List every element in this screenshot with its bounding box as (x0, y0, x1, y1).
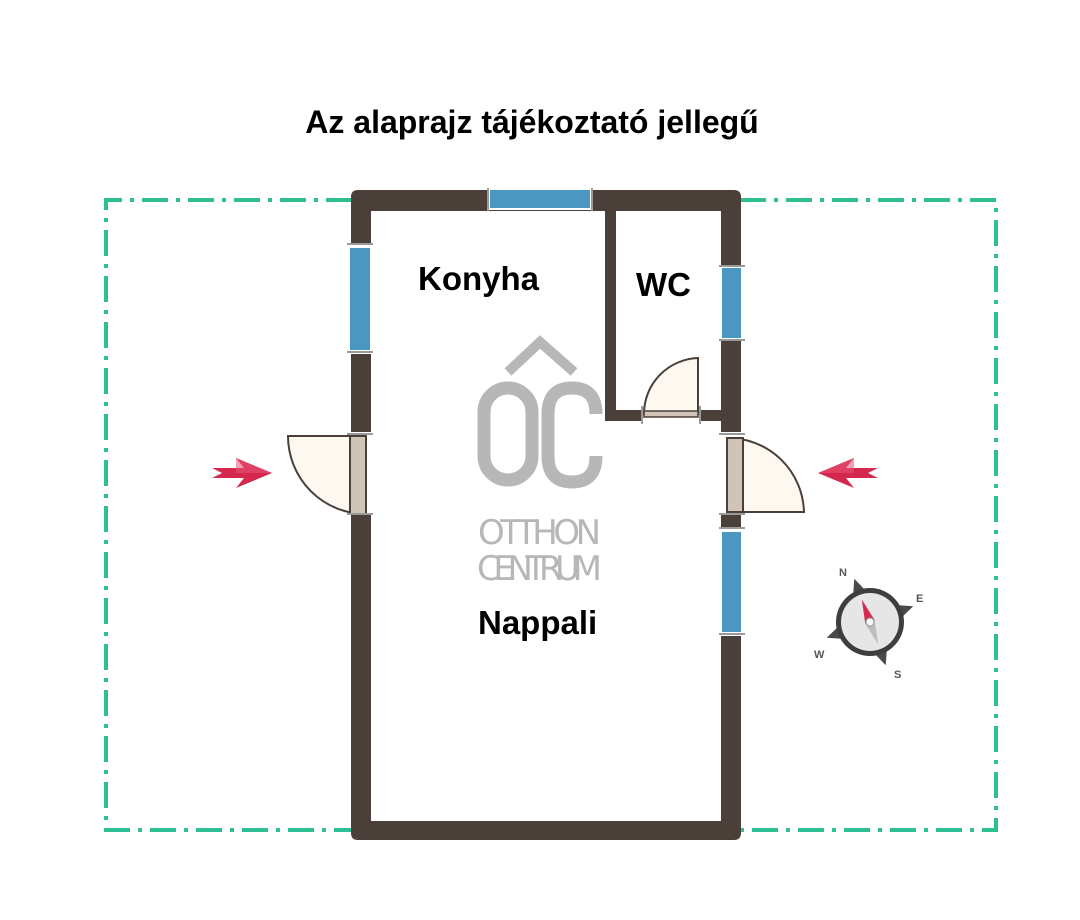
window-living (719, 527, 745, 636)
door-wc (641, 356, 701, 424)
door-left (286, 432, 373, 516)
logo-letter-c-icon (541, 381, 603, 489)
room-label-wc: WC (636, 266, 691, 303)
plot-boundary-right (740, 198, 998, 832)
logo-letter-o-icon (477, 381, 539, 487)
wc-wall-vertical (605, 208, 616, 420)
entrance-arrow-right-icon (818, 458, 878, 488)
room-label-kitchen: Konyha (418, 260, 540, 297)
entrance-arrow-left-icon (212, 458, 272, 488)
window-left (347, 243, 373, 354)
window-top (487, 188, 593, 211)
room-label-living: Nappali (478, 604, 597, 641)
logo-circumflex-icon (504, 335, 578, 376)
otthon-centrum-logo: OTTHON CENTRUM (477, 335, 603, 589)
compass-west: W (814, 649, 825, 661)
compass-east: E (916, 593, 923, 605)
logo-line-otthon: OTTHON (478, 513, 602, 553)
compass-icon: N E S W (814, 567, 923, 681)
compass-north: N (839, 567, 847, 579)
plot-boundary-left (104, 198, 352, 832)
logo-line-centrum: CENTRUM (477, 549, 603, 589)
compass-south: S (894, 669, 901, 681)
plan-title: Az alaprajz tájékoztató jellegű (305, 104, 759, 140)
window-wc (719, 265, 745, 341)
door-right (719, 432, 806, 515)
